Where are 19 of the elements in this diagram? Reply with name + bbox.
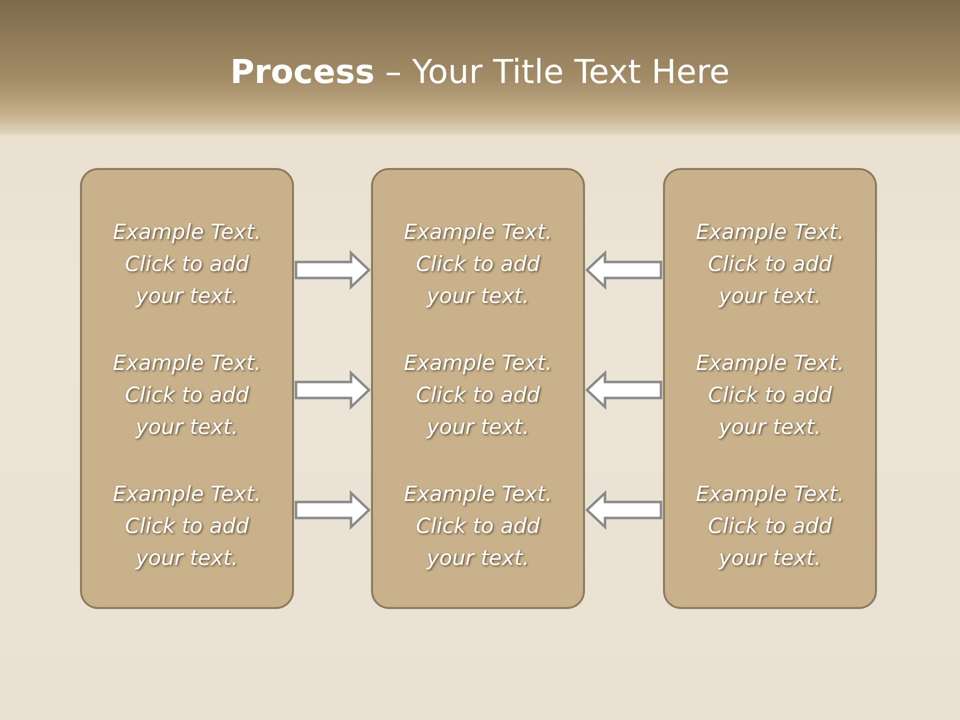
panel-text: Example Text. Click to add your text. [402, 350, 554, 440]
block-arrow [294, 250, 371, 290]
panel-text: Example Text. Click to add your text. [112, 480, 262, 572]
slide-title: Process – Your Title Text Here [230, 52, 730, 91]
panel-text: Example Text. Click to add your text. [402, 218, 554, 310]
text-panel [371, 168, 585, 609]
text-panel [80, 168, 294, 609]
block-arrow [294, 490, 371, 530]
block-arrow [585, 370, 662, 410]
panel-text: Example Text. Click to add your text. [402, 480, 554, 572]
block-arrow [585, 490, 662, 530]
text-panel [663, 168, 877, 609]
panel-text: Example Text. Click to add your text. [694, 350, 846, 440]
block-arrow [585, 250, 662, 290]
panel-text: Example Text. Click to add your text. [694, 480, 846, 572]
block-arrow [294, 370, 371, 410]
panel-text: Example Text. Click to add your text. [112, 218, 262, 310]
panel-text: Example Text. Click to add your text. [112, 350, 262, 440]
panel-text: Example Text. Click to add your text. [694, 218, 846, 310]
